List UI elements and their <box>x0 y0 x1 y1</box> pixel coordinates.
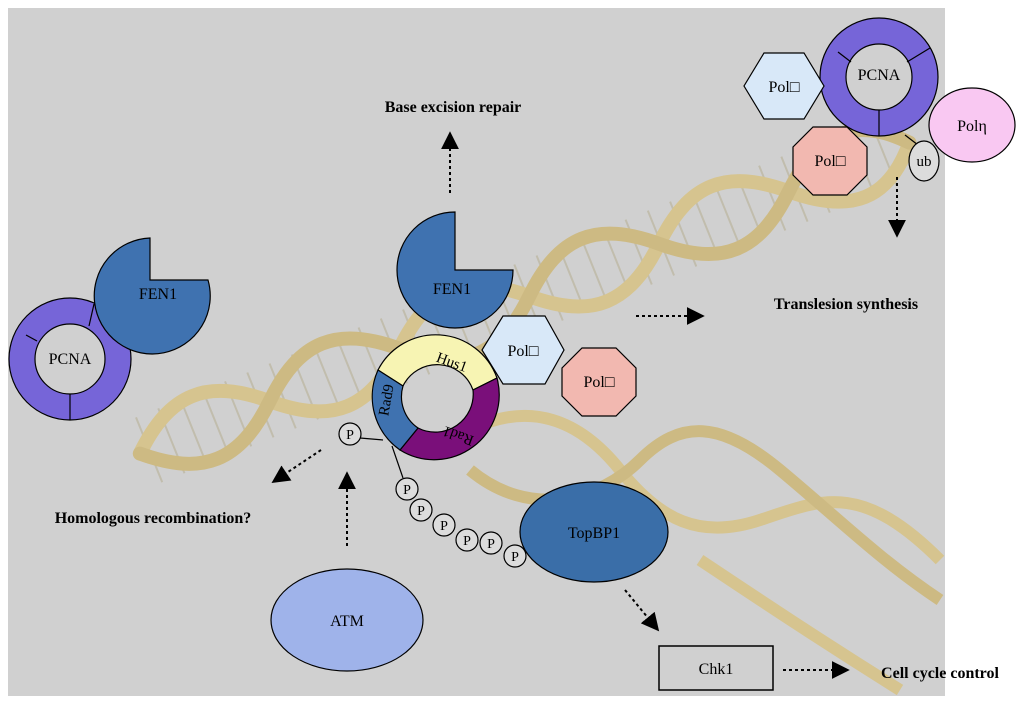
arrow-topbp1-to-chk1 <box>624 589 660 632</box>
pol-hex-top-label: Pol□ <box>768 79 799 96</box>
rad9-label: Rad9 <box>376 383 397 417</box>
fen1-left-label: FEN1 <box>139 286 177 303</box>
phosphate-3: P <box>409 498 433 522</box>
phosphate-label: P <box>417 504 425 519</box>
fen1-left: FEN1 <box>93 237 211 355</box>
phosphate-label: P <box>487 537 495 552</box>
pol-hexagon-top: Pol□ <box>743 52 825 120</box>
ub-label: ub <box>917 154 932 170</box>
topbp1-label: TopBP1 <box>568 525 620 542</box>
chk1-box: Chk1 <box>658 645 774 691</box>
label-cell-cycle: Cell cycle control <box>881 665 999 682</box>
phosphate-label: P <box>463 534 471 549</box>
phosphate-label: P <box>346 428 354 443</box>
fen1-center-label: FEN1 <box>433 281 471 298</box>
arrow-to-homologous <box>271 449 322 483</box>
pol-eta-label: Polη <box>957 118 987 135</box>
phosphate-5: P <box>455 528 479 552</box>
dna-helix-background <box>132 120 945 696</box>
chk1-label: Chk1 <box>699 661 734 678</box>
atm-label: ATM <box>330 613 364 630</box>
phosphate-label: P <box>440 519 448 534</box>
pcna-left-label: PCNA <box>49 351 92 368</box>
pol-hexagon-center: Pol□ <box>481 315 565 385</box>
atm: ATM <box>270 568 424 672</box>
phosphate-label: P <box>403 483 411 498</box>
phosphate-label: P <box>511 550 519 565</box>
pcna-ring-top: PCNA <box>819 17 939 137</box>
pol-hex-center-label: Pol□ <box>507 343 538 360</box>
phosphate-7: P <box>503 544 527 568</box>
pol-oct-top-label: Pol□ <box>814 153 845 170</box>
pol-oct-center-label: Pol□ <box>583 374 614 391</box>
pol-octagon-top: Pol□ <box>792 126 868 196</box>
phosphate-2: P <box>395 477 419 501</box>
pol-octagon-center: Pol□ <box>561 347 637 417</box>
fen1-center: FEN1 <box>396 211 514 329</box>
label-homologous: Homologous recombination? <box>55 510 252 527</box>
pol-eta: Polη <box>928 87 1016 163</box>
pcna-ring-left: PCNA <box>8 297 132 421</box>
label-base-excision: Base excision repair <box>385 99 522 116</box>
pcna-top-label: PCNA <box>858 67 901 84</box>
phosphate-4: P <box>432 513 456 537</box>
ubiquitin: ub <box>904 134 940 182</box>
phosphate-1: P <box>338 422 362 446</box>
phosphate-6: P <box>479 531 503 555</box>
topbp1: TopBP1 <box>519 481 669 583</box>
clamp-9-1-1: Hus1 Rad9 Rad1 <box>371 334 500 461</box>
label-translesion: Translesion synthesis <box>774 296 918 313</box>
